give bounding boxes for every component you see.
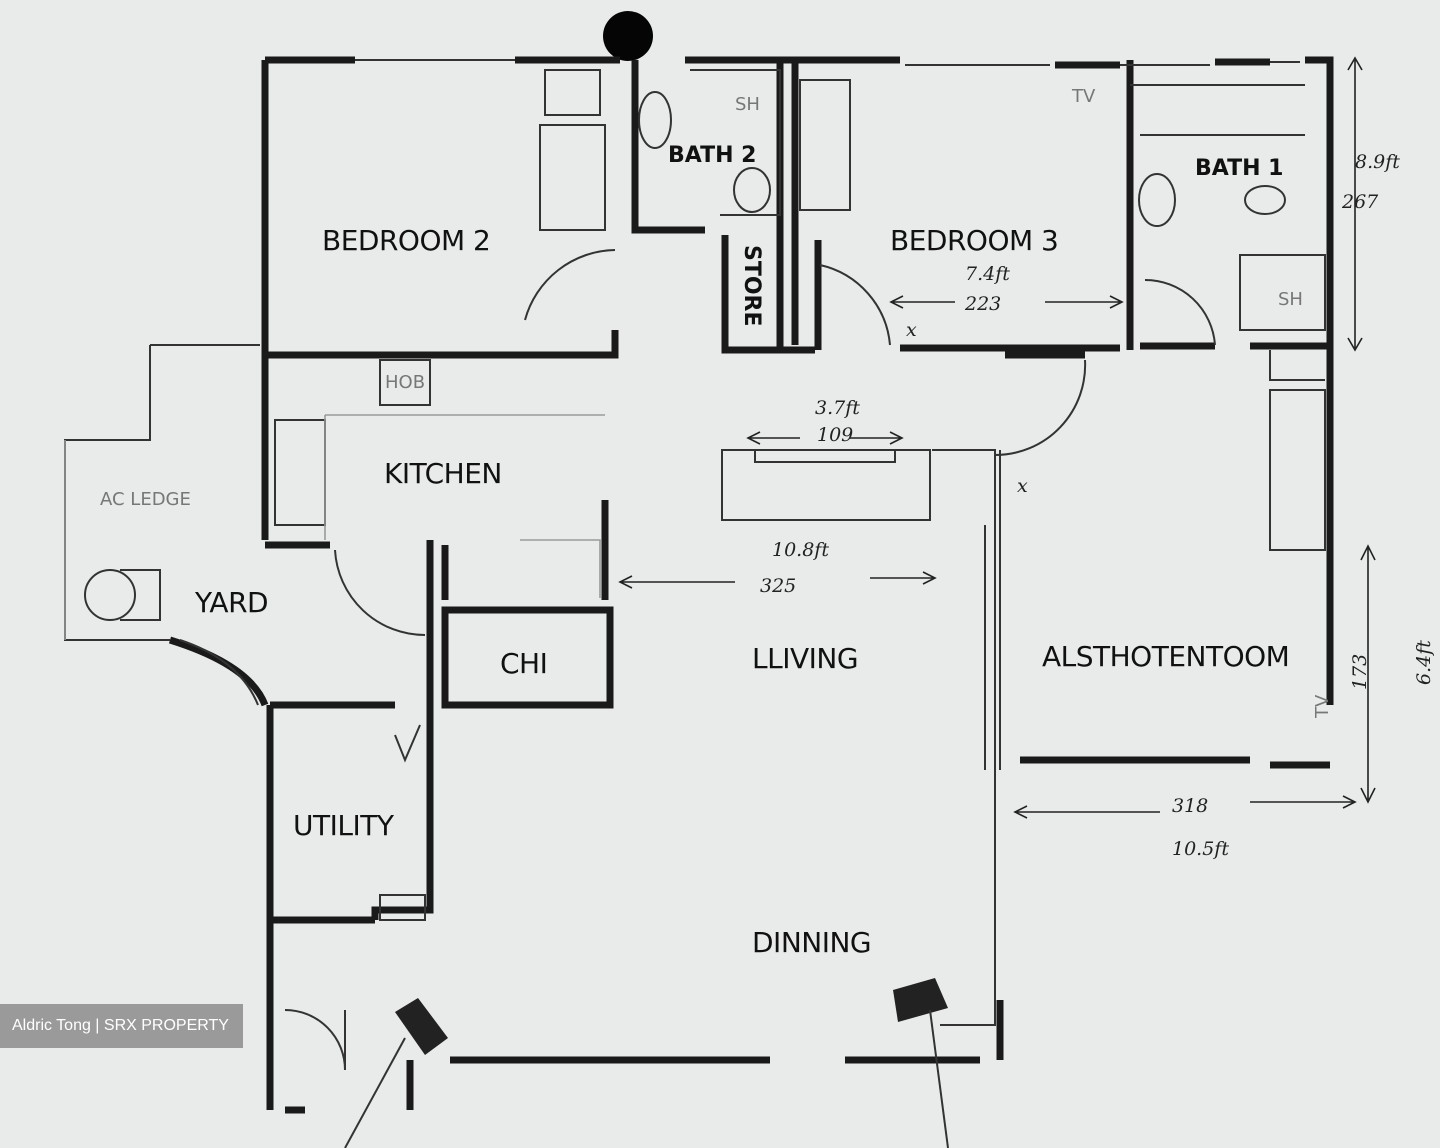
annotation-x: x [1017,475,1028,497]
room-label-study: ALSTHOTENTOOM [1042,640,1289,673]
annotation: 7.4ft [965,263,1010,285]
room-label-dinning: DINNING [752,926,871,959]
room-label-utility: UTILITY [293,809,395,842]
walls [168,56,1334,1114]
shower-label: SH [1278,289,1303,310]
hob-label: HOB [385,372,425,393]
thin-lines [64,59,1326,1071]
annotation: 10.8ft [772,539,829,561]
annotation: 10.5ft [1172,838,1229,860]
room-label-kitchen: KITCHEN [384,457,502,490]
annotation: 173 [1349,654,1371,690]
room-label-store: STORE [739,245,764,327]
room-label-bath-1: BATH 1 [1195,156,1283,181]
annotation: 3.7ft [815,397,860,419]
watermark-credit: Aldric Tong | SRX PROPERTY [0,1004,243,1048]
annotation: 267 [1341,191,1379,213]
room-label-chi: CHI [500,647,547,680]
room-label-ac-ledge: AC LEDGE [100,489,191,510]
room-label-bedroom-3: BEDROOM 3 [890,224,1058,257]
annotation: 8.9ft [1355,151,1400,173]
annotation: 6.4ft [1413,640,1435,685]
dimension-lines [618,56,1376,819]
camera-icon [344,998,448,1148]
tv-label: TV [1071,86,1096,107]
annotation-x: x [906,319,917,341]
room-label-yard: YARD [194,586,268,619]
marker-dot [603,11,653,61]
annotation: 318 [1172,795,1208,817]
camera-icon [893,978,949,1148]
annotation: 109 [817,424,853,446]
room-label-living: LLIVING [752,642,858,675]
annotation: 223 [964,293,1001,315]
tv-label: TV [1312,694,1333,719]
room-label-bedroom-2: BEDROOM 2 [322,224,490,257]
shower-label: SH [735,94,760,115]
room-label-bath-2: BATH 2 [668,143,756,168]
annotation: 325 [760,575,796,597]
